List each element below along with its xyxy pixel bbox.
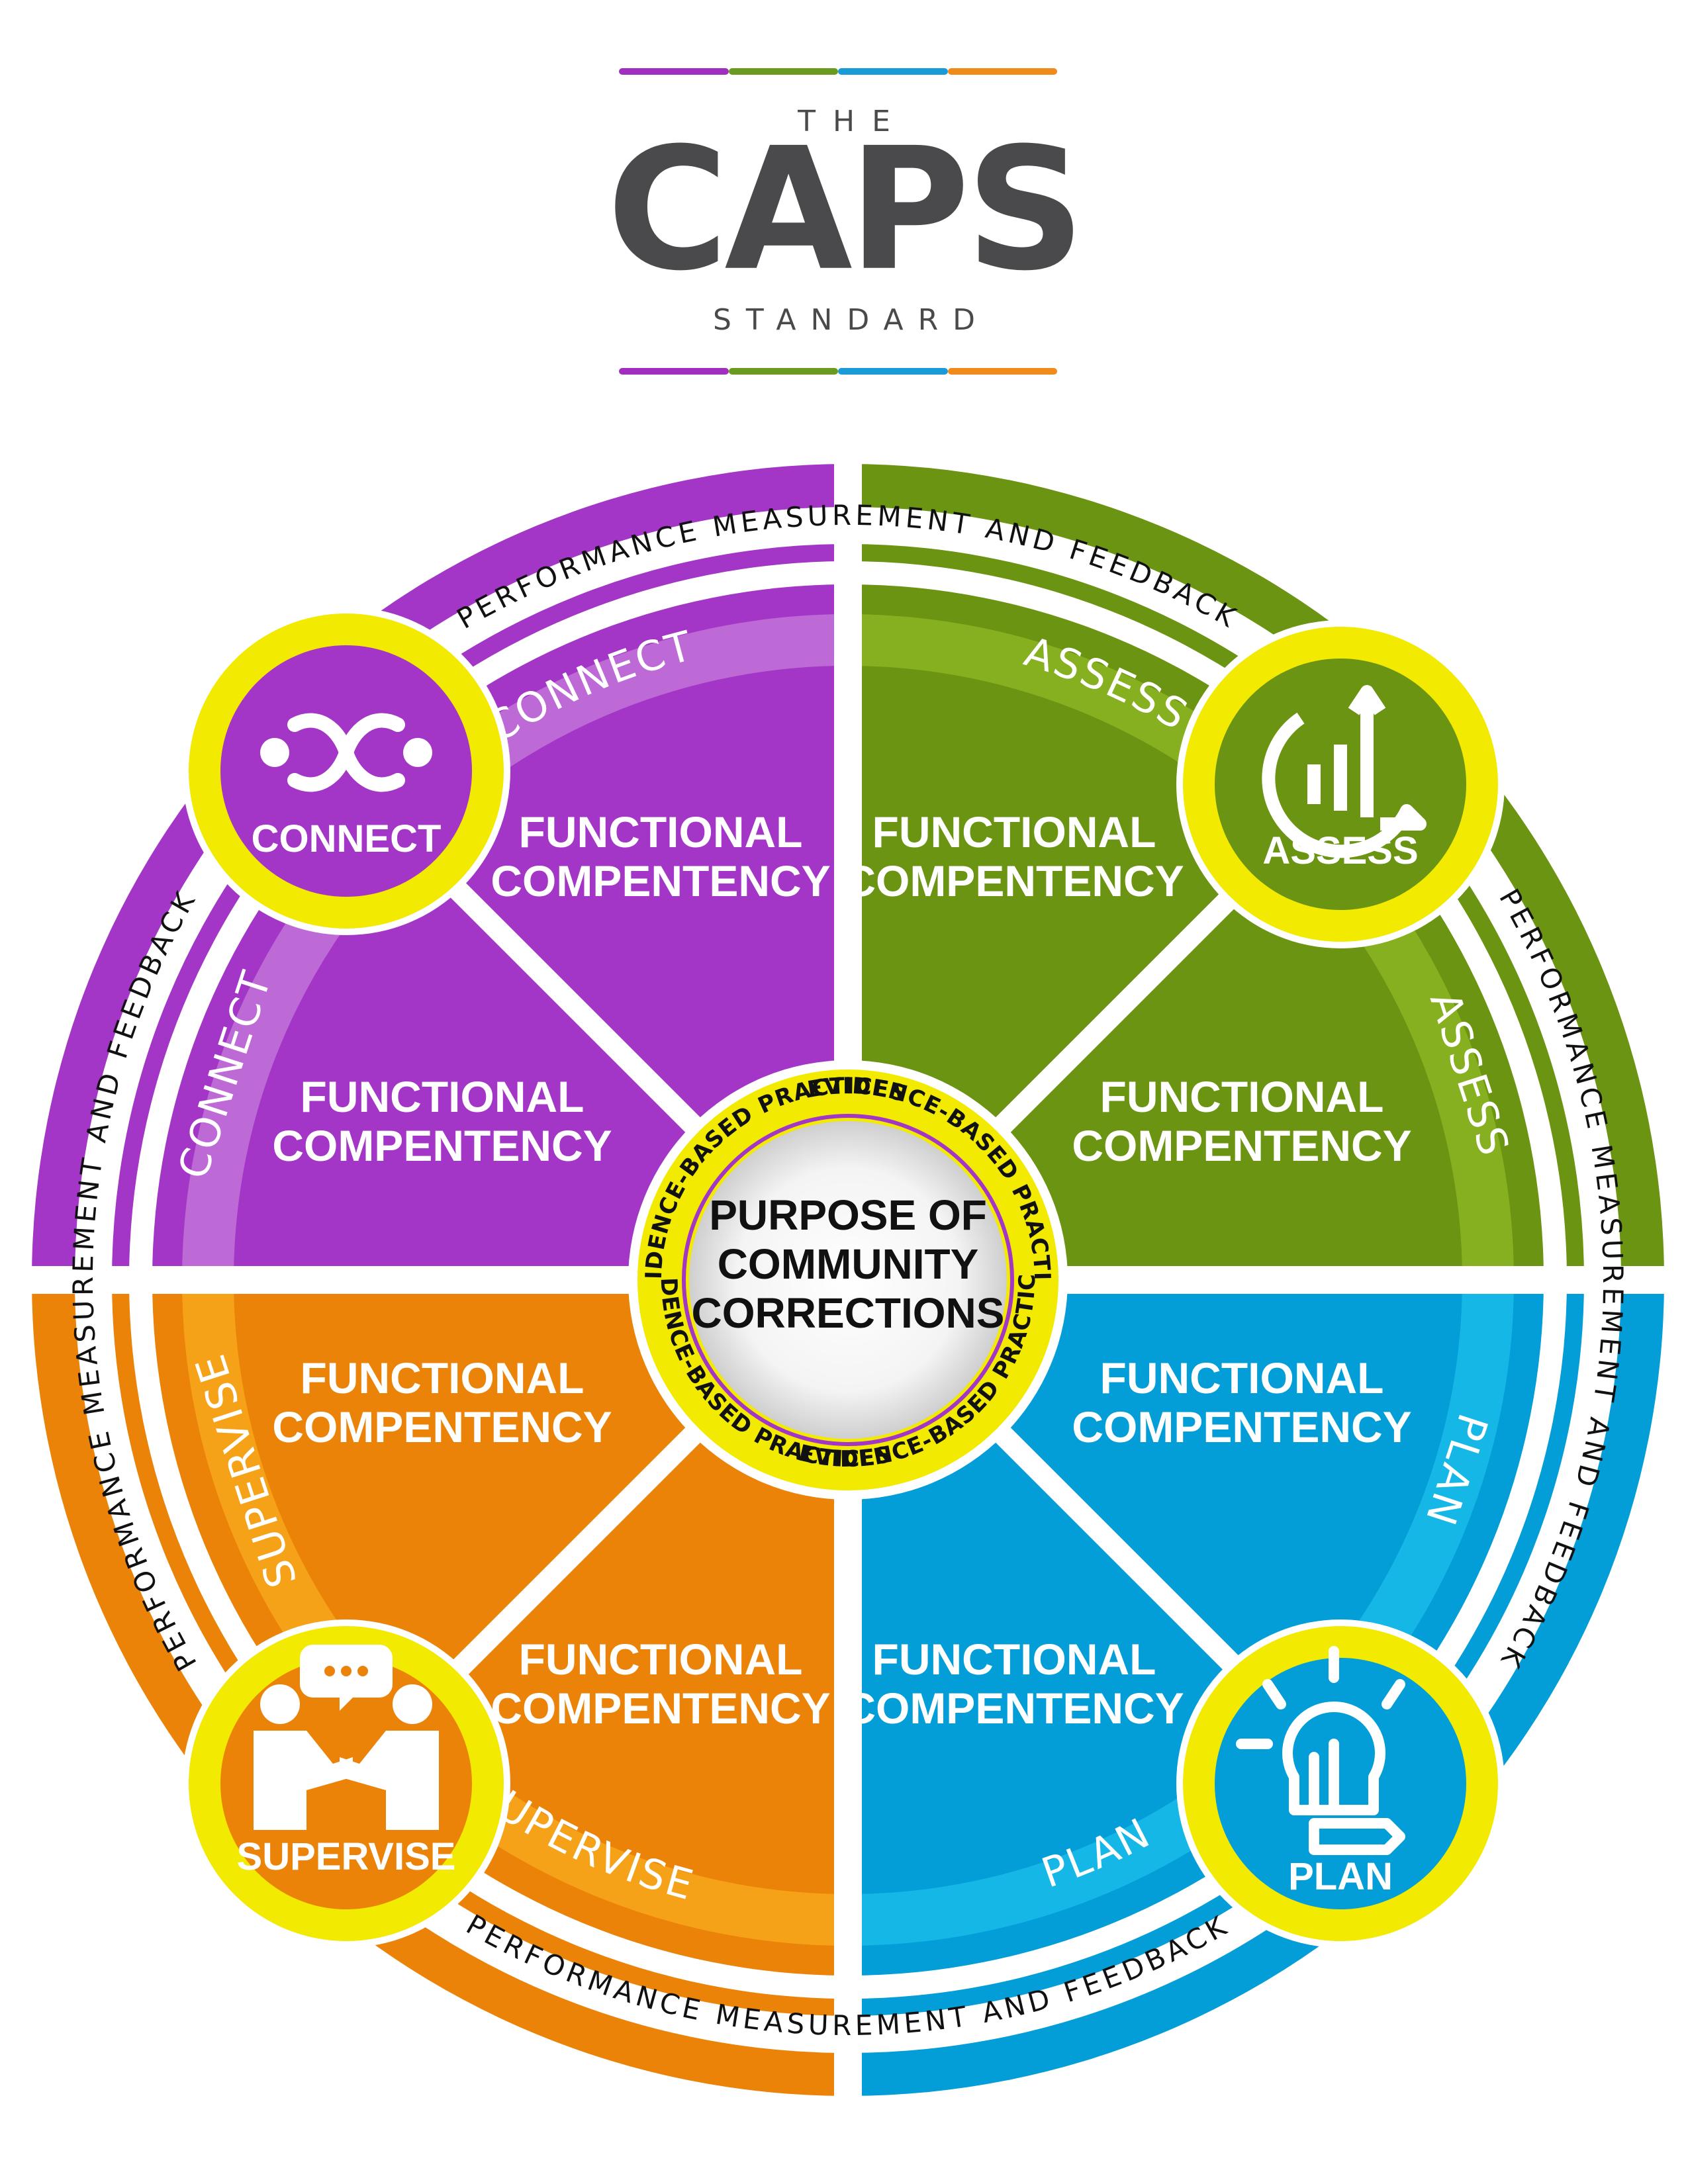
badge-connect: CONNECT	[182, 607, 510, 935]
badge-plan-label: PLAN	[1288, 1855, 1393, 1898]
competency-line-2: COMPENTENCY	[491, 1684, 830, 1733]
competency-line-1: FUNCTIONAL	[301, 1353, 585, 1402]
connect-link-icon	[260, 713, 432, 792]
title-standard: STANDARD	[712, 303, 990, 337]
competency-line-1: FUNCTIONAL	[872, 1635, 1156, 1684]
bar-segment-orange	[947, 368, 1057, 375]
competency-line-2: COMPENTENCY	[272, 1402, 612, 1451]
bar-segment-green	[728, 368, 838, 375]
header-color-bar-bottom	[619, 368, 1057, 375]
badge-connect-label: CONNECT	[252, 817, 442, 860]
assess-chart-icon	[1262, 685, 1427, 858]
bar-segment-blue	[838, 368, 948, 375]
header-color-bar-top	[619, 68, 1057, 75]
center-line-1: PURPOSE OF	[709, 1191, 987, 1239]
badge-assess: ASSESS	[1176, 620, 1505, 948]
competency-line-1: FUNCTIONAL	[872, 807, 1156, 856]
badge-connect-inner	[220, 645, 472, 897]
badge-supervise: SUPERVISE	[182, 1619, 510, 1948]
center-purple-line	[682, 1114, 1014, 1446]
center-disc	[689, 1121, 1007, 1439]
badge-supervise-label: SUPERVISE	[237, 1835, 456, 1878]
competency-line-2: COMPENTENCY	[844, 856, 1184, 905]
bar-segment-purple	[619, 368, 729, 375]
badge-assess-label: ASSESS	[1262, 829, 1418, 872]
competency-line-2: COMPENTENCY	[1072, 1402, 1411, 1451]
bar-segment-orange	[947, 68, 1057, 75]
bar-segment-blue	[838, 68, 948, 75]
supervise-people-icon	[254, 1645, 439, 1830]
plan-lightbulb-icon	[1236, 1646, 1405, 1855]
title-the: THE	[798, 105, 908, 138]
outer-white-ring	[75, 507, 1621, 2053]
competency-line-2: COMPENTENCY	[491, 856, 830, 905]
center-title: PURPOSE OF COMMUNITY CORRECTIONS	[692, 1191, 1005, 1337]
badge-plan: PLAN	[1176, 1619, 1505, 1948]
bar-segment-green	[728, 68, 838, 75]
competency-line-2: COMPENTENCY	[272, 1121, 612, 1170]
badge-plan-inner	[1215, 1658, 1466, 1909]
title-caps: CAPS	[606, 111, 1085, 308]
competency-line-1: FUNCTIONAL	[1100, 1353, 1384, 1402]
center-line-2: COMMUNITY	[718, 1240, 979, 1288]
competency-line-1: FUNCTIONAL	[519, 807, 803, 856]
center-line-3: CORRECTIONS	[692, 1289, 1005, 1337]
competency-line-1: FUNCTIONAL	[519, 1635, 803, 1684]
header: THE CAPS STANDARD	[0, 0, 1688, 397]
competency-line-1: FUNCTIONAL	[301, 1072, 585, 1121]
bar-segment-purple	[619, 68, 729, 75]
competency-line-2: COMPENTENCY	[1072, 1121, 1411, 1170]
competency-line-2: COMPENTENCY	[844, 1684, 1184, 1733]
competency-line-1: FUNCTIONAL	[1100, 1072, 1384, 1121]
